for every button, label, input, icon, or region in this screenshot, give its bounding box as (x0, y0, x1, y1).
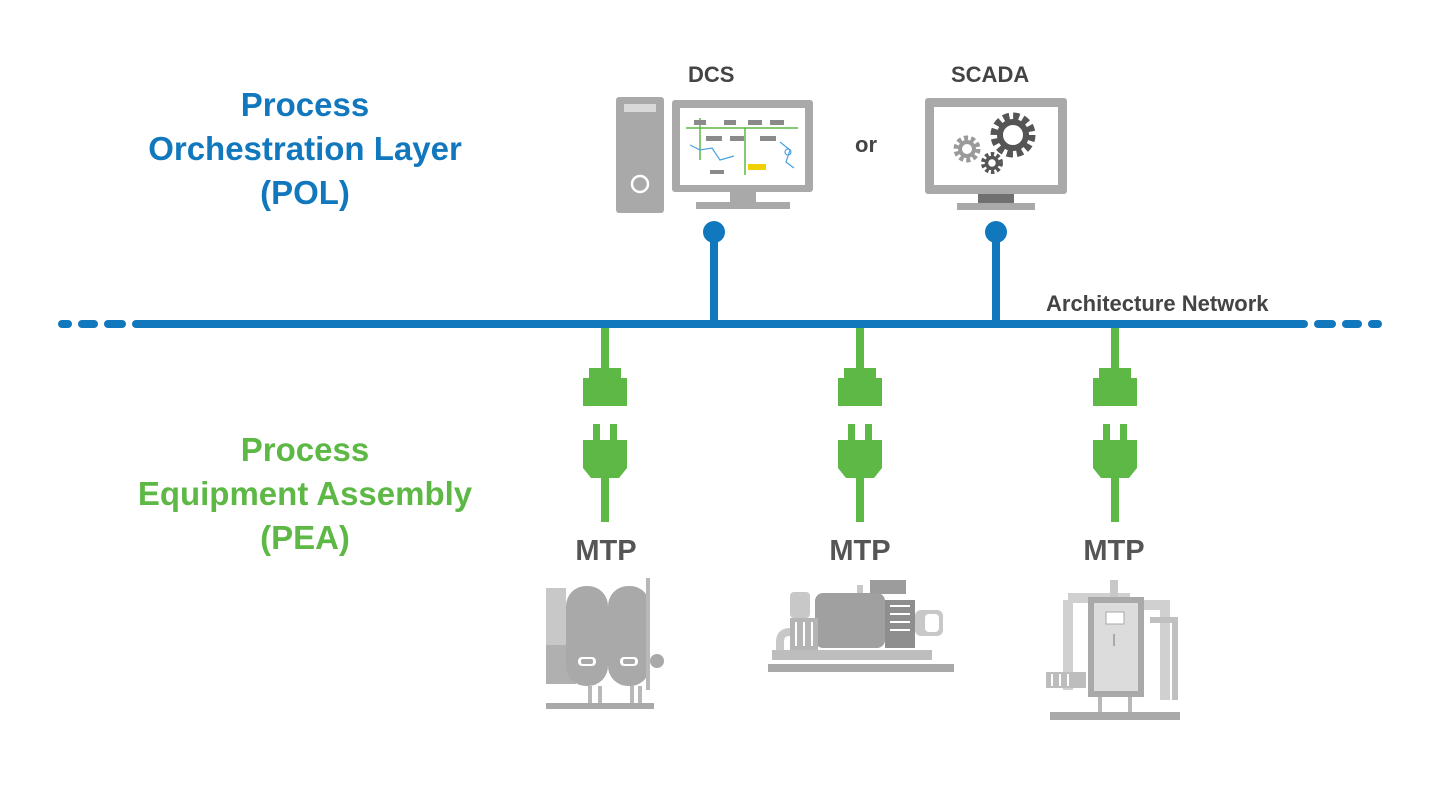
module-connector-1 (583, 328, 627, 522)
prong-right (610, 424, 617, 440)
prong-left (1103, 424, 1110, 440)
module-connector-3 (1093, 328, 1137, 522)
pump-skid-icon (768, 580, 954, 672)
control-cabinet-skid-icon (1046, 580, 1180, 720)
scada-label: SCADA (951, 62, 1030, 87)
prong-left (593, 424, 600, 440)
pol-title: Process Orchestration Layer (POL) (100, 83, 510, 215)
dcs-connector (703, 221, 725, 324)
pol-title-line1: Process (240, 86, 370, 123)
prong-left (848, 424, 855, 440)
dcs-computer-icon (616, 97, 813, 213)
scada-connector (985, 221, 1007, 324)
tank-vessels-icon (546, 578, 664, 709)
module-connector-2 (838, 328, 882, 522)
mtp-label-1: MTP (575, 535, 637, 567)
plug-icon (1093, 440, 1137, 478)
pea-title-line2: Equipment Assembly (137, 475, 473, 512)
pea-title-line1: Process (240, 431, 370, 468)
socket-icon (838, 368, 882, 406)
prong-right (1120, 424, 1127, 440)
pea-title-line3: (PEA) (260, 519, 350, 556)
gears-icon (953, 112, 1036, 174)
plug-icon (838, 440, 882, 478)
network-label: Architecture Network (1046, 291, 1269, 316)
dcs-label: DCS (688, 62, 735, 87)
pol-title-line2: Orchestration Layer (148, 130, 462, 167)
scada-computer-icon (925, 98, 1067, 210)
socket-icon (583, 368, 627, 406)
mtp-label-3: MTP (1083, 535, 1145, 567)
mtp-label-2: MTP (829, 535, 891, 567)
pol-title-line3: (POL) (260, 174, 350, 211)
pea-title: Process Equipment Assembly (PEA) (100, 428, 510, 560)
or-label: or (855, 132, 877, 157)
module-connectors (583, 328, 1137, 522)
socket-icon (1093, 368, 1137, 406)
prong-right (865, 424, 872, 440)
plug-icon (583, 440, 627, 478)
